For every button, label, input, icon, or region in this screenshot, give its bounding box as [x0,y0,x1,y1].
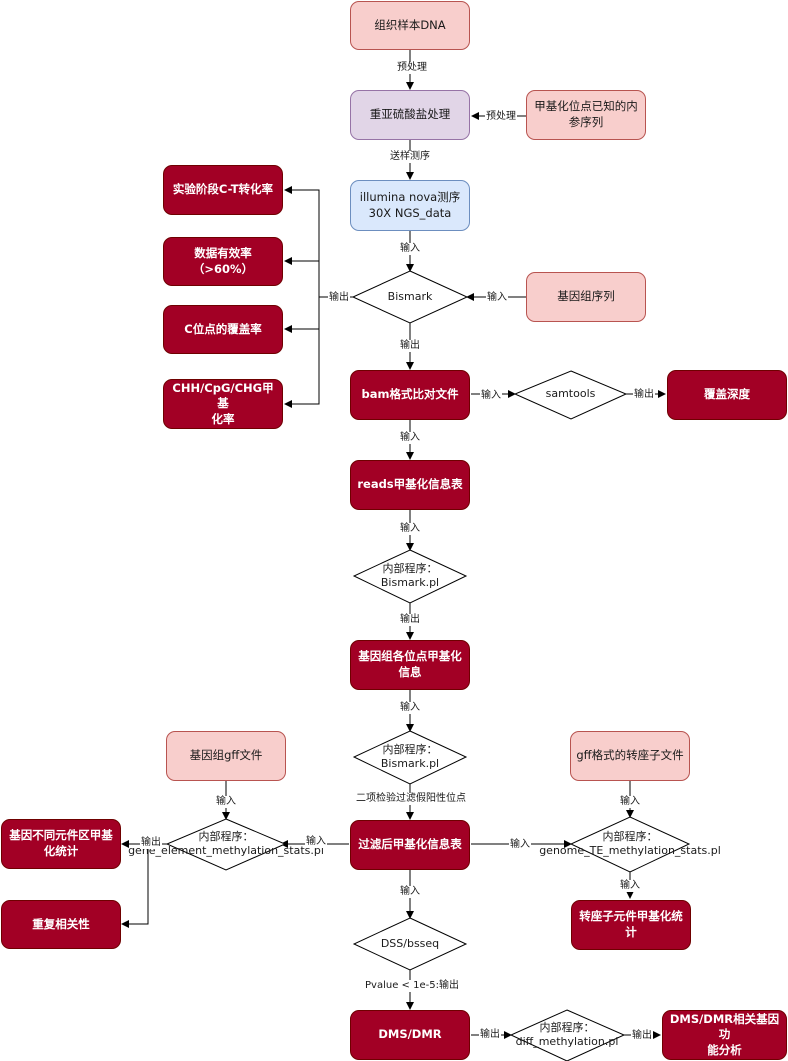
node-bam-alignment[interactable]: bam格式比对文件 [350,370,470,420]
node-context-methylation-rate[interactable]: CHH/CpG/CHG甲基 化率 [163,379,283,429]
edge-label-input-bismark: 输入 [399,243,421,255]
edge-bismark-ctx [284,297,320,408]
decision-bismark-pl-1 [352,549,468,604]
node-reference-sequence[interactable]: 甲基化位点已知的内 参序列 [526,90,646,140]
node-tissue-dna[interactable]: 组织样本DNA [350,1,470,50]
edge-label-output-diff: 输出 [479,1029,501,1041]
node-dms-dmr[interactable]: DMS/DMR [350,1010,470,1060]
edge-label-input-dss: 输入 [399,886,421,898]
node-gene-element-stats[interactable]: 基因不同元件区甲基 化统计 [1,819,121,869]
edge-label-input-bismark-pl-2: 输入 [399,702,421,714]
edge-label-output-gene-stats: 输出 [140,837,162,849]
edge-label-input-reads: 输入 [399,432,421,444]
edge-label-output-depth: 输出 [633,389,655,401]
node-repeat-correlation[interactable]: 重复相关性 [1,900,121,949]
edge-label-binomial-filter: 二项检验过滤假阳性位点 [355,793,467,805]
decision-bismark-pl-2 [352,730,468,785]
decision-bismark-pl-2-label: 内部程序： Bismark.pl [380,743,440,770]
decision-bismark [351,270,469,324]
node-illumina-sequencing[interactable]: illumina nova测序 30X NGS_data [350,180,470,231]
node-c-site-coverage[interactable]: C位点的覆盖率 [163,305,283,354]
edge-label-output-qc: 输出 [328,292,350,304]
edge-gene-elem-repeat [121,844,149,928]
decision-bismark-pl-1-label: 内部程序： Bismark.pl [380,562,440,589]
edge-label-input-te-gff: 输入 [619,796,641,808]
decision-te-methylation [569,816,691,873]
node-coverage-depth[interactable]: 覆盖深度 [667,370,787,420]
edge-label-output-bam: 输出 [399,340,421,352]
edge-label-send-sequencing: 送样测序 [389,151,431,163]
edge-label-input-samtools: 输入 [480,390,502,402]
decision-dss-label: DSS/bsseq [380,937,440,951]
node-genome-gff[interactable]: 基因组gff文件 [166,731,286,781]
edge-label-pvalue-output: Pvalue < 1e-5:输出 [364,980,460,992]
edge-bismark-ct [284,186,357,298]
edge-label-preprocess-1: 预处理 [396,62,428,74]
edge-label-preprocess-2: 预处理 [485,111,517,123]
node-dms-dmr-gene-analysis[interactable]: DMS/DMR相关基因功 能分析 [662,1010,787,1060]
edge-label-input-genome: 输入 [486,292,508,304]
node-transposon-gff[interactable]: gff格式的转座子文件 [570,731,690,781]
node-transposon-stats[interactable]: 转座子元件甲基化统 计 [571,900,691,950]
edge-label-input-te-program: 输入 [509,839,531,851]
node-reads-methylation-table[interactable]: reads甲基化信息表 [350,460,470,510]
node-genome-sequence[interactable]: 基因组序列 [526,272,646,322]
node-bisulfite-treatment[interactable]: 重亚硫酸盐处理 [350,90,470,140]
node-ct-conversion-rate[interactable]: 实验阶段C-T转化率 [163,165,283,215]
decision-dss [352,917,468,971]
decision-diff-methylation [509,1009,626,1061]
decision-te-methylation-label: 内部程序： genome_TE_methylation_stats.pl [539,830,721,857]
edge-label-output-sites: 输出 [399,614,421,626]
decision-gene-element-label: 内部程序： gene_element_methylation_stats.pl [128,830,324,857]
edge-label-input-gff: 输入 [215,796,237,808]
node-genome-site-methylation[interactable]: 基因组各位点甲基化 信息 [350,640,470,690]
node-filtered-methylation-table[interactable]: 过滤后甲基化信息表 [350,820,470,870]
decision-diff-methylation-label: 内部程序： diff_methylation.pl [515,1021,619,1048]
node-data-efficiency[interactable]: 数据有效率（>60%） [163,237,283,286]
decision-gene-element [165,818,287,871]
edge-label-input-bismark-pl-1: 输入 [399,523,421,535]
edge-bismark-eff [284,257,320,297]
decision-bismark-label: Bismark [387,290,433,304]
edge-label-output-gene-analysis: 输出 [631,1030,653,1042]
edge-label-input-gene-element: 输入 [305,836,327,848]
decision-samtools-label: samtools [545,387,596,401]
edge-label-input-te-stats: 输入 [619,880,641,892]
decision-samtools [513,370,628,420]
